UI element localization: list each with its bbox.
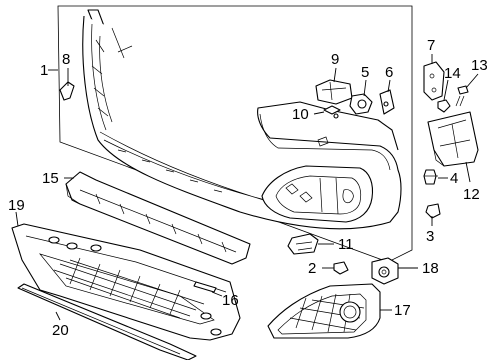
leader-5 xyxy=(363,79,367,97)
callout-7: 7 xyxy=(427,37,435,54)
leader-19 xyxy=(15,211,19,227)
callout-numbers: 1 2 3 4 5 6 7 8 9 10 11 12 13 14 15 16 1… xyxy=(8,37,488,339)
clip-part-14 xyxy=(437,99,451,113)
push-clip-part-4 xyxy=(423,169,438,185)
bumper-cover xyxy=(82,9,402,230)
reinforcement-part-15 xyxy=(65,171,251,265)
callout-10: 10 xyxy=(292,106,309,123)
leader-16 xyxy=(211,291,223,297)
callout-3: 3 xyxy=(426,228,434,245)
fog-grille-part-17 xyxy=(267,283,381,339)
leader-lines xyxy=(15,54,479,321)
grille-insert-part-11 xyxy=(287,233,319,255)
callout-12: 12 xyxy=(463,186,480,203)
leader-20 xyxy=(55,311,61,321)
clip-part-10 xyxy=(323,105,341,119)
callout-5: 5 xyxy=(361,64,369,81)
callout-16: 16 xyxy=(222,292,239,309)
clip-part-3 xyxy=(425,203,441,219)
callout-11: 11 xyxy=(338,236,354,253)
assembly-frame xyxy=(57,5,413,263)
callout-17: 17 xyxy=(394,302,411,319)
leader-13 xyxy=(465,73,479,89)
trim-strip-part-20 xyxy=(17,283,197,360)
leader-6 xyxy=(387,79,391,93)
leader-14 xyxy=(443,79,449,101)
sensor-holder-part-5 xyxy=(349,93,373,115)
screw-part-13 xyxy=(455,85,469,107)
callout-13: 13 xyxy=(471,57,488,74)
leader-9 xyxy=(333,67,337,83)
callout-2: 2 xyxy=(308,260,316,277)
callout-19: 19 xyxy=(8,197,25,214)
bracket-part-9 xyxy=(315,79,353,105)
callout-14: 14 xyxy=(444,65,461,82)
callout-20: 20 xyxy=(52,322,69,339)
clip-part-8 xyxy=(59,81,75,101)
leader-12 xyxy=(465,161,471,183)
trim-part-16 xyxy=(193,281,217,293)
callout-1: 1 xyxy=(40,62,48,79)
bracket-part-6 xyxy=(379,89,395,115)
underbody-shield-part-19 xyxy=(11,223,241,341)
bracket-part-18 xyxy=(371,257,399,285)
callout-9: 9 xyxy=(331,51,339,68)
callout-4: 4 xyxy=(450,170,458,187)
callout-15: 15 xyxy=(42,170,59,187)
side-bracket-part-12 xyxy=(427,111,479,167)
callout-6: 6 xyxy=(385,64,393,81)
callout-8: 8 xyxy=(62,51,70,68)
nut-part-2 xyxy=(333,261,349,275)
bracket-part-7 xyxy=(423,61,445,101)
callout-18: 18 xyxy=(422,260,439,277)
leader-10 xyxy=(313,111,325,115)
